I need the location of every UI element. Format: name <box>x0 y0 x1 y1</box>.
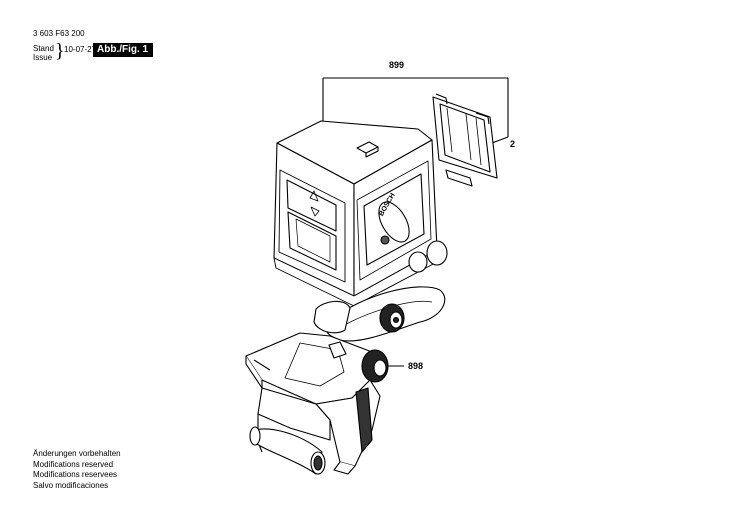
arm-knob <box>379 303 405 333</box>
brace-glyph: } <box>55 40 65 62</box>
issue-date: 10-07-27 <box>64 45 97 54</box>
side-cover-part <box>432 93 498 187</box>
part-number: 3 603 F63 200 <box>33 29 85 38</box>
stand-label: Stand <box>33 44 54 53</box>
callout-899-leader <box>322 77 509 144</box>
bosch-logo <box>378 201 410 245</box>
laser-cube-body <box>273 120 438 307</box>
modification-notes: Änderungen vorbehalten Modifications res… <box>33 449 121 491</box>
note-en: Modifications reserved <box>33 459 114 469</box>
figure-label: Abb./Fig. 1 <box>93 43 154 57</box>
callout-898: 898 <box>408 361 424 371</box>
callout-899: 899 <box>389 60 405 70</box>
issue-label: Issue <box>33 53 53 62</box>
note-fr: Modifications reservees <box>33 470 118 479</box>
note-es: Salvo modificaciones <box>33 480 109 490</box>
stand-issue-labels: Stand Issue <box>33 44 54 62</box>
callout-2: 2 <box>510 139 516 149</box>
note-de: Änderungen vorbehalten <box>33 449 121 458</box>
clamp-base <box>245 332 389 475</box>
